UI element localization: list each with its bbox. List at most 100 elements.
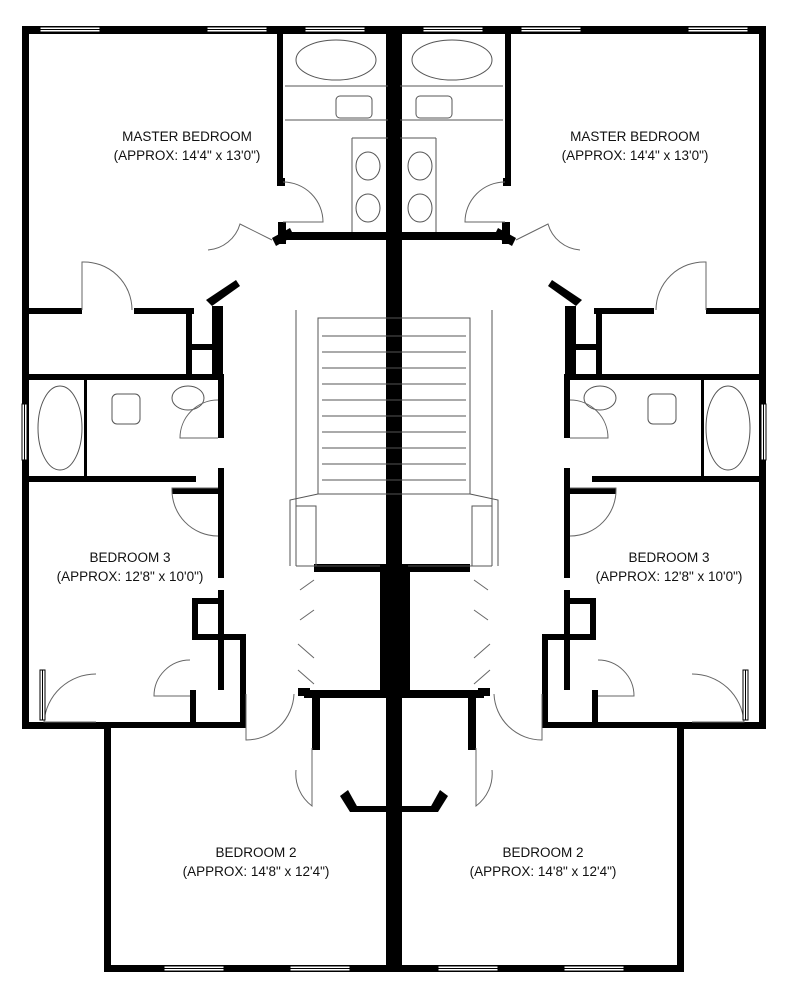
wall-segment (548, 634, 596, 640)
wall-segment (172, 488, 224, 494)
door-swing (207, 223, 273, 251)
stair-outline (317, 317, 471, 495)
wall-segment (104, 722, 111, 972)
wall-segment (395, 232, 510, 240)
toilet (647, 393, 677, 425)
wall-segment (190, 690, 196, 724)
wall-segment (570, 598, 596, 604)
wall-segment (314, 564, 470, 572)
sink (583, 385, 617, 411)
door-swing (655, 261, 707, 311)
wall-segment (564, 374, 760, 380)
wall-segment (677, 722, 684, 972)
wall-segment (278, 232, 393, 240)
thin-lines (285, 85, 503, 567)
wall-diagonal (272, 228, 294, 246)
wall-segment (240, 634, 246, 724)
door-swing (295, 748, 313, 807)
wall-segment (22, 26, 29, 728)
wall-segment (396, 690, 484, 698)
wall-segment (706, 308, 760, 314)
door-swing (43, 673, 97, 723)
door-swing (569, 399, 609, 439)
door-swing (282, 181, 324, 223)
wall-segment (394, 965, 684, 972)
wall-segment (192, 598, 198, 640)
wall-segment (596, 310, 602, 376)
staircase (289, 317, 499, 566)
stair-rail (289, 493, 499, 566)
wall-segment (84, 380, 87, 478)
room-name: BEDROOM 3 (628, 550, 710, 565)
wall-segment (468, 696, 476, 750)
bathtub (705, 385, 751, 471)
wall-segment (503, 178, 511, 186)
door-swing (691, 673, 745, 723)
wall-segment (298, 688, 310, 696)
room-name: BEDROOM 2 (215, 845, 297, 860)
wall-segment (212, 306, 223, 380)
room-label-master-bedroom-right: MASTER BEDROOM (APPROX: 14'4" x 13'0") (562, 127, 709, 165)
wall-segment (28, 722, 246, 728)
room-size: (APPROX: 14'8" x 12'4") (182, 864, 330, 879)
windows (21, 26, 767, 972)
room-label-bedroom-3-right: BEDROOM 3 (APPROX: 12'8" x 10'0") (596, 548, 743, 586)
wall-segment (380, 564, 410, 692)
wall-segment (386, 26, 400, 972)
bathtub (295, 39, 377, 81)
wall-segment (192, 598, 218, 604)
sink (407, 193, 433, 223)
door-swing (475, 748, 493, 807)
room-size: (APPROX: 12'8" x 10'0") (595, 569, 743, 584)
room-name: MASTER BEDROOM (570, 129, 700, 144)
toilet (335, 95, 373, 119)
door-swing (515, 223, 581, 251)
wall-segment (564, 380, 570, 438)
bathtub (37, 385, 83, 471)
wall-segment (592, 690, 598, 724)
wall-segment (218, 380, 224, 438)
wall-segment (594, 308, 654, 314)
door-swing (179, 399, 219, 439)
room-size: (APPROX: 14'4" x 13'0") (113, 148, 261, 163)
wall-segment (759, 26, 766, 728)
sink (355, 193, 381, 223)
door-swing (153, 659, 191, 697)
wall-segment (592, 476, 760, 482)
fixtures (37, 39, 751, 471)
wall-segment (277, 178, 285, 186)
wall-diagonal (350, 806, 394, 812)
wall-diagonal (548, 280, 582, 306)
wall-segment (218, 468, 224, 548)
wall-diagonal (494, 228, 516, 246)
room-size: (APPROX: 14'4" x 13'0") (561, 148, 709, 163)
wall-diagonal (206, 280, 240, 306)
door-swing (473, 579, 491, 685)
door-swing (597, 659, 635, 697)
room-name: MASTER BEDROOM (122, 129, 252, 144)
wall-segment (134, 308, 194, 314)
wall-segment (564, 468, 570, 548)
room-size: (APPROX: 14'8" x 12'4") (469, 864, 617, 879)
toilet (415, 95, 453, 119)
door-swing (171, 487, 219, 537)
wall-segment (590, 598, 596, 640)
wall-segment (277, 34, 283, 184)
stair-rail (296, 505, 492, 566)
wall-segment (28, 476, 196, 482)
wall-segment (564, 548, 570, 578)
sink (171, 385, 205, 411)
wall-segment (542, 634, 548, 724)
sink (355, 151, 381, 181)
room-label-bedroom-2-right: BEDROOM 2 (APPROX: 14'8" x 12'4") (470, 843, 617, 881)
door-swing (569, 487, 617, 537)
door-swing (493, 693, 543, 741)
wall-diagonal (394, 806, 438, 812)
wall-segment (192, 634, 240, 640)
toilet (111, 393, 141, 425)
sink (407, 151, 433, 181)
wall-segment (542, 722, 760, 728)
wall-segment (566, 344, 602, 350)
wall-segment (186, 344, 222, 350)
